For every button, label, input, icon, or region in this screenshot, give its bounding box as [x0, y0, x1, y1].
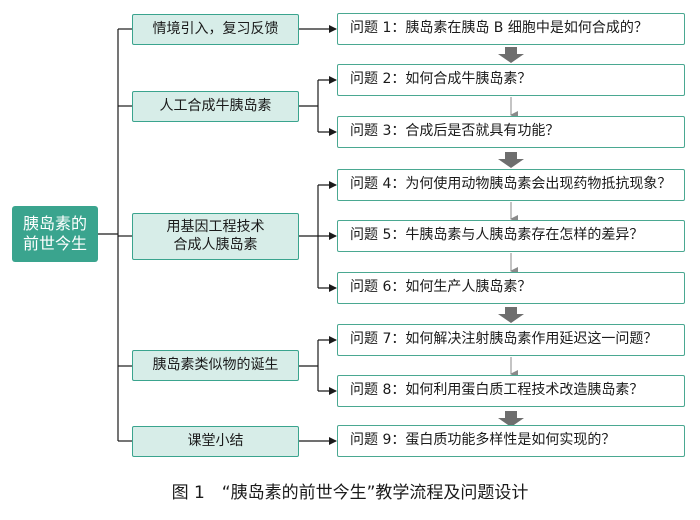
- question-box-6: 问题 6：如何生产人胰岛素？: [337, 272, 685, 304]
- block-arrow-down-icon: [498, 411, 524, 427]
- root-topic-line2: 前世今生: [22, 234, 87, 253]
- question-box-4: 问题 4：为何使用动物胰岛素会出现药物抵抗现象？: [337, 169, 685, 201]
- root-topic-box: 胰岛素的 前世今生: [12, 206, 98, 262]
- root-topic-line1: 胰岛素的: [22, 214, 87, 233]
- block-arrow-down-icon: [498, 47, 524, 63]
- stage-label-line1: 用基因工程技术: [166, 219, 265, 235]
- figure-caption: 图 1 “胰岛素的前世今生”教学流程及问题设计: [171, 483, 529, 503]
- question-box-5: 问题 5：牛胰岛素与人胰岛素存在怎样的差异？: [337, 220, 685, 252]
- stage-box-bovine-insulin: 人工合成牛胰岛素: [132, 91, 299, 122]
- stage-label: 胰岛素类似物的诞生: [152, 356, 279, 373]
- block-arrow-down-icon: [498, 152, 524, 168]
- stage-label: 人工合成牛胰岛素: [159, 97, 272, 114]
- stage-box-summary: 课堂小结: [132, 426, 299, 457]
- question-box-9: 问题 9：蛋白质功能多样性是如何实现的？: [337, 425, 685, 457]
- stage-label-line2: 合成人胰岛素: [173, 236, 258, 253]
- question-box-2: 问题 2：如何合成牛胰岛素？: [337, 64, 685, 96]
- question-box-3: 问题 3：合成后是否就具有功能？: [337, 116, 685, 148]
- question-box-8: 问题 8：如何利用蛋白质工程技术改造胰岛素？: [337, 375, 685, 407]
- stage-box-insulin-analogs: 胰岛素类似物的诞生: [132, 350, 299, 381]
- stage-label: 情境引入，复习反馈: [152, 20, 279, 37]
- stage-box-genetic-engineering: 用基因工程技术 合成人胰岛素: [132, 213, 299, 260]
- stage-box-intro: 情境引入，复习反馈: [132, 14, 299, 45]
- question-box-1: 问题 1：胰岛素在胰岛 B 细胞中是如何合成的？: [337, 13, 685, 45]
- question-box-7: 问题 7：如何解决注射胰岛素作用延迟这一问题？: [337, 324, 685, 356]
- block-arrow-down-icon: [498, 307, 524, 323]
- stage-label: 课堂小结: [187, 432, 244, 449]
